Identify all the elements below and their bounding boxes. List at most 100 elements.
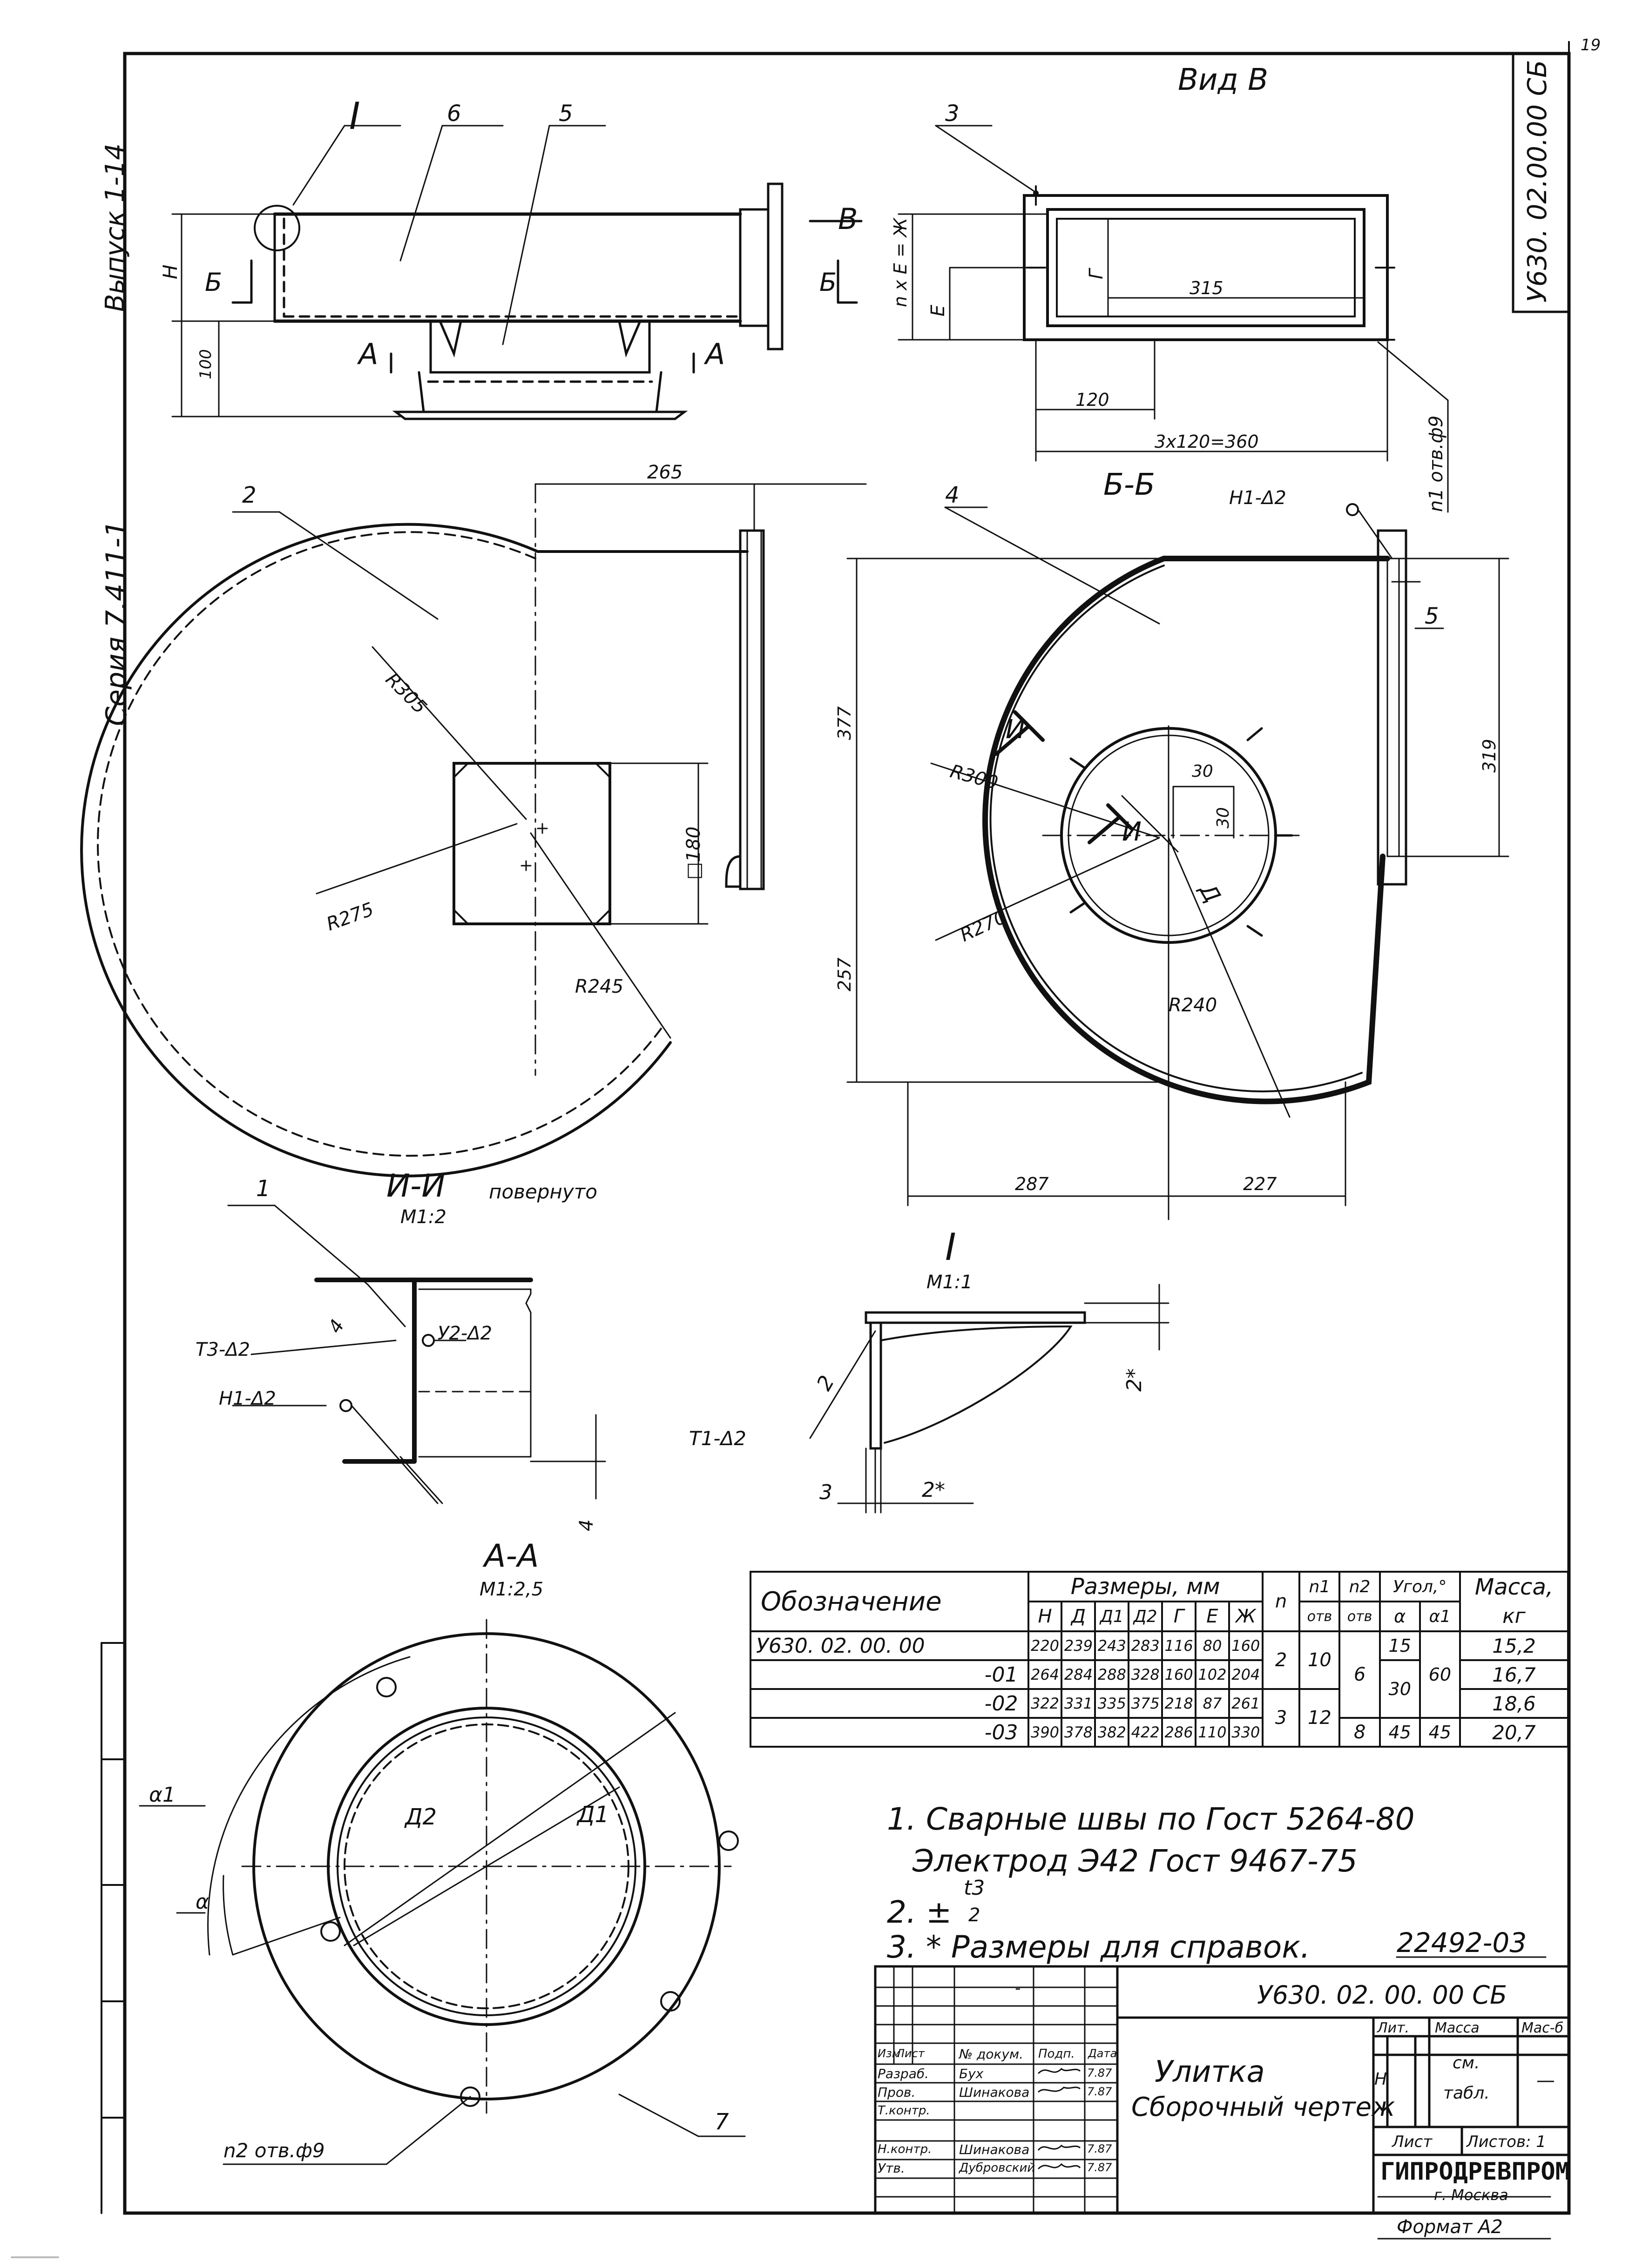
note-1-line-2: Электрод Э42 Гост 9467-75 (913, 1843, 1358, 1879)
spec-cell-designation: -02 (750, 1688, 1029, 1719)
spec-cell: 116 (1161, 1630, 1196, 1661)
signatures (1037, 2067, 1081, 2170)
dim-287: 287 (1015, 1174, 1049, 1194)
page-number: 19 (1581, 36, 1601, 54)
spec-header-designation: Обозначение (750, 1571, 1029, 1632)
weld-t1: Т1-Δ2 (689, 1427, 746, 1450)
dim-319: 319 (1479, 739, 1500, 773)
dim-377: 377 (834, 706, 855, 740)
note-3: 3. * Размеры для справок. (887, 1929, 1311, 1965)
dim-30-vertical: 30 (1214, 807, 1233, 828)
tb-mass-value-1: см. (1453, 2053, 1480, 2073)
spec-header-mass-unit: кг (1459, 1602, 1569, 1632)
spec-row: -01 264 284 288 328 160 102 204 30 16,7 (750, 1659, 1569, 1719)
front-view (171, 125, 863, 420)
title-designation: У630. 02. 00. 00 СБ (1257, 1980, 1507, 2010)
archive-number: 22492-03 (1397, 1927, 1527, 1958)
dim-3x120: 3х120=360 (1155, 431, 1259, 452)
spec-cell: 220 (1027, 1630, 1063, 1661)
spec-col-n1: n1 (1298, 1571, 1341, 1602)
spec-cell: 284 (1061, 1659, 1096, 1690)
spec-cell-designation: -03 (750, 1717, 1029, 1748)
section-ii-title: И-И (386, 1168, 446, 1205)
tb-role-prov: Пров. (878, 2085, 916, 2100)
note-1-line-1: 1. Сварные швы по Гост 5264-80 (887, 1801, 1415, 1837)
detail-i (809, 1284, 1169, 1514)
spec-cell: 382 (1094, 1717, 1130, 1748)
dim-r245: R245 (575, 976, 624, 997)
dim-30-horizontal: 30 (1192, 762, 1213, 781)
spec-col-n2: n2 (1338, 1571, 1381, 1602)
detail-i-scale: М1:1 (926, 1272, 973, 1293)
spec-cell-alpha: 45 (1379, 1717, 1421, 1748)
dim-2-star-vertical: 2* (1122, 1368, 1146, 1392)
spec-cell: 264 (1027, 1659, 1063, 1690)
spec-col-n1-sub: отв (1298, 1601, 1341, 1632)
dim-2-star-horizontal: 2* (922, 1478, 945, 1502)
section-bb (846, 503, 1509, 1220)
section-ii-note: повернуто (489, 1180, 597, 1203)
cut-letter-b-right: Б (819, 268, 837, 297)
tb-col-doc: № докум. (959, 2046, 1024, 2062)
spec-cell: 204 (1228, 1659, 1264, 1690)
view-b (898, 125, 1449, 513)
position-2: 2 (242, 482, 257, 508)
spec-cell-alpha: 15 (1379, 1630, 1421, 1661)
spec-row: -02 322 331 335 375 218 87 261 3 12 18,6 (750, 1688, 1569, 1748)
dim-5: 5 (1425, 603, 1439, 629)
spec-cell: 87 (1195, 1688, 1230, 1719)
tb-name-prov: Шинакова (959, 2085, 1030, 2100)
weld-t3: Т3-Δ2 (196, 1339, 250, 1360)
position-1: 1 (256, 1176, 270, 1202)
holes-n1-label: n1 отв.ф9 (1426, 415, 1447, 512)
holes-n2-label: n2 отв.ф9 (223, 2139, 325, 2162)
sheet-format: Формат А2 (1397, 2216, 1503, 2238)
position-5: 5 (559, 101, 573, 127)
vertical-designation-box (1512, 52, 1570, 313)
dim-alpha: α (196, 1890, 210, 1914)
dim-120: 120 (1075, 390, 1109, 410)
issue-label: Выпуск 1-14 (100, 143, 130, 312)
tb-mass-value-2: табл. (1443, 2084, 1490, 2103)
spec-col-d: Д (1061, 1601, 1096, 1632)
cut-letter-i-upper: И (1006, 714, 1025, 745)
cut-letter-v: В (838, 202, 858, 236)
tb-role-utv: Утв. (878, 2160, 905, 2176)
spec-cell-n2: 6 (1338, 1630, 1381, 1719)
spec-cell: 288 (1094, 1659, 1130, 1690)
spec-col-d2: Д2 (1128, 1601, 1163, 1632)
position-3: 3 (945, 101, 960, 127)
position-7: 7 (715, 2109, 729, 2135)
spec-col-alpha1: α1 (1419, 1601, 1461, 1632)
spec-header-angle: Угол,° (1379, 1571, 1461, 1602)
dim-d1: Д1 (577, 1802, 609, 1828)
tb-col-izm: Изм (878, 2047, 900, 2060)
section-ii-scale: М1:2 (400, 1206, 446, 1228)
cut-letter-a-left: А (358, 337, 379, 371)
dim-nxe: n x Е = Ж (890, 218, 911, 307)
tb-scale-value: — (1536, 2070, 1555, 2091)
tb-organization: ГИПРОДРЕВПРОМ (1380, 2158, 1570, 2186)
spec-cell-alpha1: 60 (1419, 1630, 1461, 1719)
section-ii (227, 1205, 606, 1504)
dim-3: 3 (819, 1481, 832, 1504)
spec-cell: 375 (1128, 1688, 1163, 1719)
tb-date-prov: 7.87 (1087, 2085, 1112, 2098)
tb-col-list: Лист (896, 2047, 925, 2060)
spec-cell: 422 (1128, 1717, 1163, 1748)
tb-city: г. Москва (1434, 2186, 1508, 2204)
spec-cell-mass: 16,7 (1459, 1659, 1569, 1690)
spec-cell-n2: 8 (1338, 1717, 1381, 1748)
tb-hdr-lit: Лит. (1377, 2020, 1410, 2036)
spec-header-sizes: Размеры, мм (1027, 1571, 1264, 1602)
spec-cell-designation: У630. 02. 00. 00 (750, 1630, 1029, 1661)
spec-cell-alpha: 30 (1379, 1659, 1421, 1719)
spec-cell-n: 2 (1261, 1630, 1301, 1690)
spec-cell: 378 (1061, 1717, 1096, 1748)
detail-marker-i: I (349, 94, 360, 138)
tb-hdr-mass: Масса (1435, 2020, 1480, 2036)
spec-col-zh: Ж (1228, 1601, 1264, 1632)
spec-cell-n: 3 (1261, 1688, 1301, 1748)
tb-name-utv: Дубровский (959, 2161, 1035, 2175)
